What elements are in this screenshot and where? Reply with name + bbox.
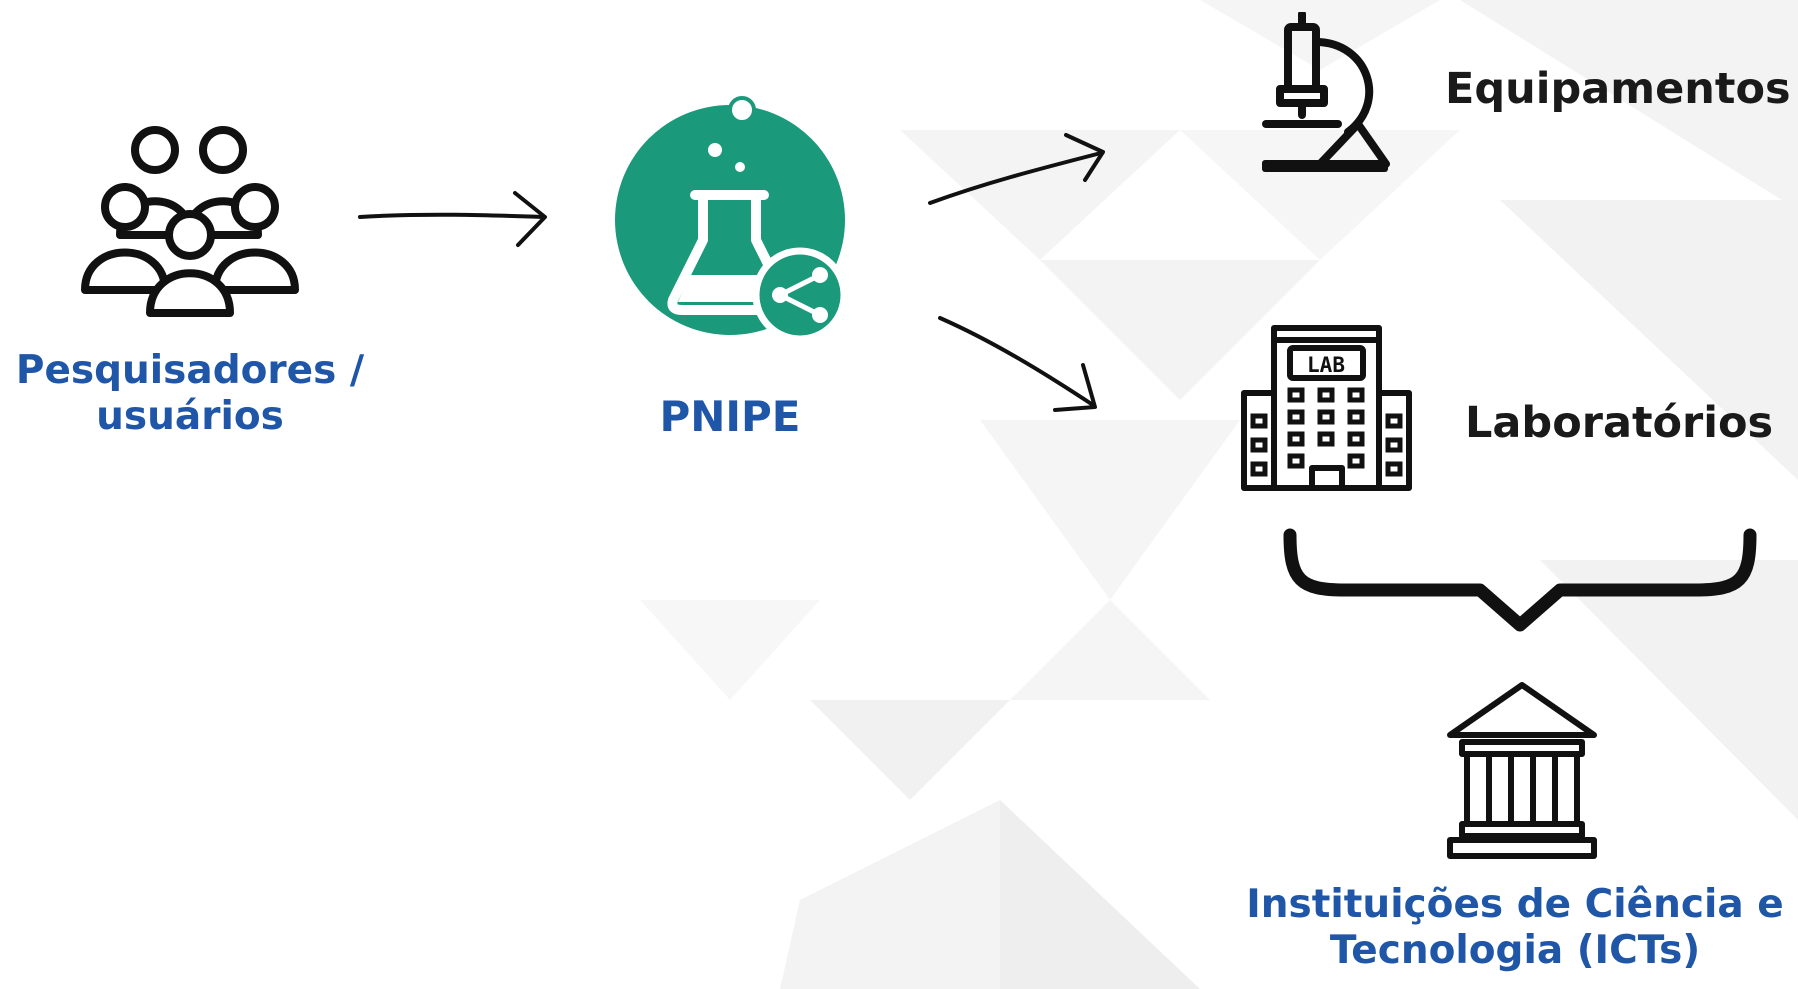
- equipment-label: Equipamentos: [1445, 64, 1791, 114]
- users-label-line1: Pesquisadores /: [15, 348, 365, 393]
- users-label: Pesquisadores / usuários: [10, 348, 370, 440]
- grouping-brace: [1283, 528, 1757, 632]
- institution-building-icon: [1447, 682, 1597, 859]
- microscope-icon: [1262, 12, 1390, 172]
- lab-flask-share-icon: [615, 96, 848, 343]
- institutions-label-line1: Instituições de Ciência e: [1246, 882, 1784, 927]
- users-label-line2: usuários: [96, 394, 284, 440]
- labs-label: Laboratórios: [1465, 398, 1774, 448]
- lab-sign-text: LAB: [1307, 353, 1345, 377]
- institutions-label-line2: Tecnologia (ICTs): [1329, 928, 1701, 974]
- arrow-platform-to-labs: [938, 316, 1097, 412]
- arrow-platform-to-equipment: [928, 133, 1105, 205]
- institutions-label: Instituições de Ciência e Tecnologia (IC…: [1235, 882, 1795, 974]
- lab-building-icon: LAB: [1241, 325, 1412, 491]
- platform-label: PNIPE: [659, 392, 801, 441]
- arrow-users-to-platform: [358, 191, 547, 247]
- people-group-icon: [81, 126, 299, 317]
